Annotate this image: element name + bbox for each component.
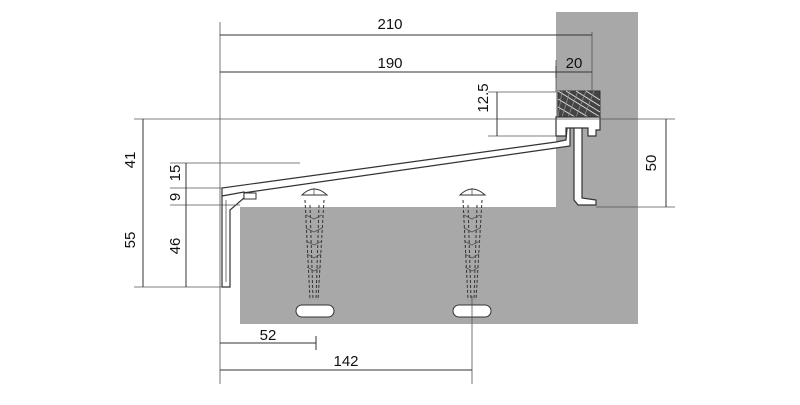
dim-gasket-height: 12.5 <box>475 83 492 112</box>
anchor-slot-1 <box>295 304 335 318</box>
extension-lines <box>134 22 675 384</box>
dim-height-right: 50 <box>643 155 660 172</box>
dim-left-upper: 41 <box>122 152 139 169</box>
dimension-lines <box>142 34 667 371</box>
dim-left-front: 46 <box>167 238 184 255</box>
dim-top-total: 210 <box>377 16 402 33</box>
anchor-2 <box>458 188 487 301</box>
dim-left-small: 9 <box>167 193 184 201</box>
dim-top-inner: 190 <box>377 55 402 72</box>
dim-anchor-2: 142 <box>333 353 358 370</box>
dimension-labels: 210 190 20 12.5 50 41 15 9 55 46 52 142 <box>122 16 660 370</box>
dim-anchor-1: 52 <box>260 327 277 344</box>
dim-left-total: 55 <box>122 232 139 249</box>
gasket <box>555 90 601 137</box>
dim-left-slope: 15 <box>167 165 184 182</box>
anchor-1 <box>300 188 329 301</box>
dim-wall-offset: 20 <box>566 55 583 72</box>
